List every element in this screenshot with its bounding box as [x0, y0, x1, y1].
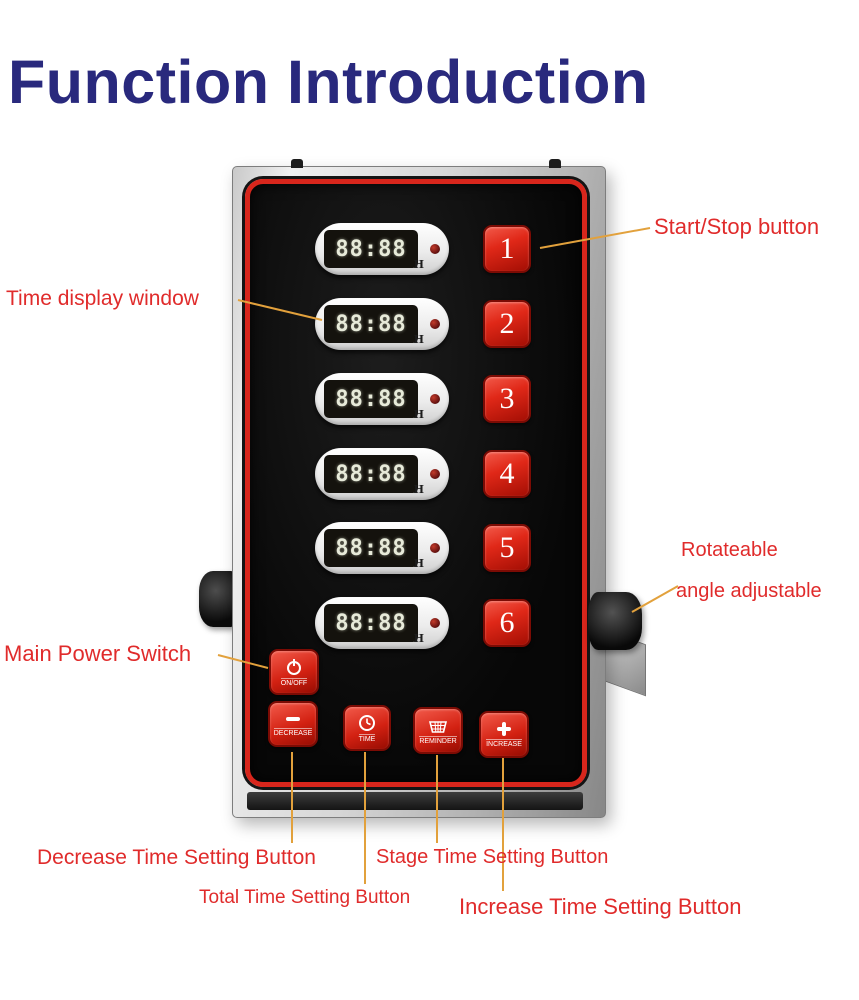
indicator-dot	[430, 543, 440, 553]
indicator-dot	[430, 469, 440, 479]
time-display-window-2: 88:88 H	[315, 298, 449, 350]
power-button-label: ON/OFF	[280, 677, 308, 687]
time-button-label: TIME	[358, 733, 376, 743]
start-stop-button-4[interactable]: 4	[483, 450, 531, 498]
annotation-stage: Stage Time Setting Button	[376, 846, 609, 868]
lcd-digits: 88:88	[324, 529, 418, 567]
time-display-window-1: 88:88 H	[315, 223, 449, 275]
indicator-dot	[430, 618, 440, 628]
lcd-digits: 88:88	[324, 380, 418, 418]
indicator-dot	[430, 244, 440, 254]
hour-unit-label: H	[413, 408, 424, 421]
increase-button[interactable]: INCREASE	[479, 711, 529, 758]
indicator-dot	[430, 394, 440, 404]
time-display-window-6: 88:88 H	[315, 597, 449, 649]
channel-row: 88:88 H 5	[250, 522, 582, 576]
device-base	[247, 792, 583, 810]
channel-row: 88:88 H 3	[250, 373, 582, 427]
start-stop-button-2[interactable]: 2	[483, 300, 531, 348]
clock-icon	[358, 714, 376, 732]
time-display-window-4: 88:88 H	[315, 448, 449, 500]
channel-row: 88:88 H 2	[250, 298, 582, 352]
time-display-window-3: 88:88 H	[315, 373, 449, 425]
basket-icon	[428, 717, 448, 734]
time-display-window-5: 88:88 H	[315, 522, 449, 574]
page-title: Function Introduction	[8, 48, 649, 116]
hour-unit-label: H	[413, 333, 424, 346]
hour-unit-label: H	[413, 483, 424, 496]
decrease-button-label: DECREASE	[273, 727, 313, 737]
hour-unit-label: H	[413, 258, 424, 271]
annotation-decrease: Decrease Time Setting Button	[37, 846, 316, 869]
annotation-rotatable-1: Rotateable	[681, 539, 778, 561]
timer-device: 88:88 H 1 88:88 H 2 88:88 H	[232, 159, 606, 818]
annotation-rotatable-2: angle adjustable	[676, 580, 822, 602]
channel-row: 88:88 H 6	[250, 597, 582, 651]
lcd-digits: 88:88	[324, 455, 418, 493]
reminder-button-label: REMINDER	[419, 735, 457, 745]
lcd-digits: 88:88	[324, 230, 418, 268]
power-icon	[285, 658, 303, 676]
annotation-time-display: Time display window	[6, 287, 199, 310]
lcd-digits: 88:88	[324, 305, 418, 343]
time-button[interactable]: TIME	[343, 705, 391, 751]
annotation-increase: Increase Time Setting Button	[459, 894, 742, 919]
start-stop-button-3[interactable]: 3	[483, 375, 531, 423]
lcd-digits: 88:88	[324, 604, 418, 642]
control-panel: 88:88 H 1 88:88 H 2 88:88 H	[245, 179, 587, 787]
minus-icon	[283, 712, 303, 726]
plus-icon	[495, 721, 513, 737]
hour-unit-label: H	[413, 557, 424, 570]
main-power-button[interactable]: ON/OFF	[269, 649, 319, 695]
start-stop-button-1[interactable]: 1	[483, 225, 531, 273]
start-stop-button-5[interactable]: 5	[483, 524, 531, 572]
indicator-dot	[430, 319, 440, 329]
reminder-button[interactable]: REMINDER	[413, 707, 463, 754]
annotation-total: Total Time Setting Button	[199, 887, 411, 908]
screw-icon	[549, 159, 561, 168]
hour-unit-label: H	[413, 632, 424, 645]
annotation-main-power: Main Power Switch	[4, 641, 192, 666]
right-rotation-knob[interactable]	[588, 592, 642, 650]
channel-row: 88:88 H 4	[250, 448, 582, 502]
channel-row: 88:88 H 1	[250, 223, 582, 277]
annotation-start-stop: Start/Stop button	[654, 214, 820, 239]
start-stop-button-6[interactable]: 6	[483, 599, 531, 647]
decrease-button[interactable]: DECREASE	[268, 701, 318, 747]
screw-icon	[291, 159, 303, 168]
increase-button-label: INCREASE	[486, 739, 522, 748]
